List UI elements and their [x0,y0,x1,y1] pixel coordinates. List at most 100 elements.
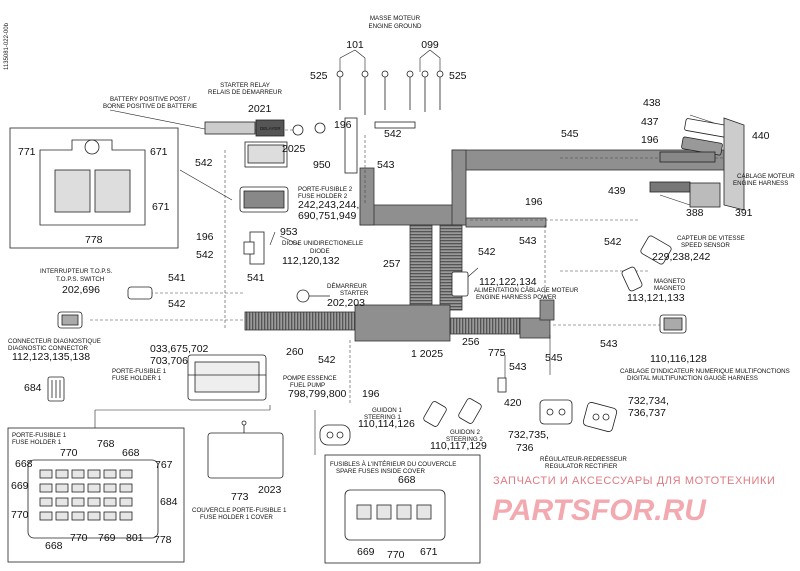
label-fuse1-1: PORTE-FUSIBLE 1 [112,368,167,375]
label-pump-2: FUEL PUMP [290,382,325,389]
part-202b: 202,203 [327,297,365,309]
part-033: 033,675,702 [150,343,209,355]
watermark-logo: PARTSFOR.RU [492,494,707,527]
part-113: 113,121,133 [627,292,685,304]
label-guidon2-1: GUIDON 2 [450,429,480,436]
part-196a: 196 [334,119,352,131]
part-669a: 669 [11,480,29,492]
label-inset-fuse1-2: FUSE HOLDER 1 [12,439,62,446]
part-437: 437 [641,116,659,128]
part-770b: 770 [11,509,29,521]
part-690: 690,751,949 [298,210,357,222]
part-542-top: 542 [384,128,402,140]
part-196d: 196 [525,196,543,208]
label-cover-1: COUVERCLE PORTE-FUSIBLE 1 [192,507,287,514]
gauge-connector [659,314,687,334]
watermark: ЗАПЧАСТИ И АКСЕССУАРЫ ДЛЯ МОТОТЕХНИКИ PA… [492,475,775,527]
part-541b: 541 [247,272,265,284]
label-diag-2: DIAGNOSTIC CONNECTOR [8,345,89,352]
starter-relay [204,119,326,168]
label-starter-2: STARTER [340,290,369,297]
label-starter-1: DÉMARREUR [327,283,367,290]
part-112: 112,120,132 [282,255,340,267]
label-ground-2: ENGINE GROUND [369,23,422,30]
label-fuse2-1: PORTE-FUSIBLE 2 [298,186,353,193]
part-668d: 668 [398,474,416,486]
part-202: 202,696 [62,284,100,296]
part-953: 953 [280,226,298,238]
part-260: 260 [286,346,304,358]
steering-connectors [423,377,507,427]
label-cover-2: FUSE HOLDER 1 COVER [200,514,273,521]
part-732b: 732,735, [508,429,549,441]
part-440: 440 [752,130,770,142]
part-257: 257 [383,258,401,270]
engine-harness [649,117,745,211]
ground-terminals [336,70,444,174]
part-775: 775 [488,347,506,359]
part-668a: 668 [15,458,33,470]
part-256: 256 [462,336,480,348]
part-545b: 545 [545,352,563,364]
fuel-pump [319,424,351,446]
part-196e: 196 [362,388,380,400]
part-778b: 778 [154,534,172,546]
part-950: 950 [313,159,331,171]
part-778a: 778 [85,234,103,246]
speed-sensor [640,235,672,265]
label-regulator-2: REGULATOR RECTIFIER [545,463,618,470]
label-magneto-2: MAGNETO [654,285,685,292]
part-798: 798,799,800 [288,388,347,400]
label-diode-2: DIODE [310,248,330,255]
part-671b: 671 [152,201,170,213]
side-id: 1135081-022-00b [4,22,10,70]
part-684b: 684 [160,496,178,508]
part-671c: 671 [420,546,438,558]
fuse-holder-2 [239,186,289,213]
label-guidon2-2: STEERING 2 [446,436,483,443]
part-388: 388 [686,207,704,219]
part-525a: 525 [310,70,328,82]
part-542b: 542 [195,157,213,169]
part-541a: 541 [168,272,186,284]
label-spare-2: SPARE FUSES INSIDE COVER [336,468,425,475]
part-196c: 196 [196,231,214,243]
connector-inset-left [9,127,179,249]
label-delayer: DELAYER [260,126,281,131]
part-770a: 770 [60,447,78,459]
label-relay-2: RELAIS DE DEMARREUR [208,89,282,96]
part-2021: 2021 [248,103,272,115]
diode [243,231,265,265]
label-speed-1: CAPTEUR DE VITESSE [677,235,745,242]
magneto-connector [621,266,643,292]
label-harness-1: CABLAGE MOTEUR [737,173,795,180]
fuse-holder-1-inset [7,427,185,563]
label-tops-2: T.O.P.S. SWITCH [56,276,104,283]
part-110b: 110,114,126 [358,418,415,430]
label-harness-2: ENGINE HARNESS [733,180,788,187]
tops-switch [127,286,330,303]
part-545a: 545 [561,128,579,140]
label-regulator-1: RÉGULATEUR-REDRESSEUR [540,456,627,463]
part-420: 420 [504,397,522,409]
spare-fuses-inset [324,454,481,564]
part-732a: 732,734, [628,395,669,407]
part-543c: 543 [600,338,618,350]
part-736a: 736,737 [628,407,666,419]
part-736b: 736 [516,442,534,454]
engine-harness-power [451,271,469,297]
label-power-2: ENGINE HARNESS POWER [476,294,557,301]
part-668c: 668 [45,540,63,552]
label-battery-2: BORNE POSITIVE DE BATTERIE [103,103,197,110]
part-112c: 112,123,135,138 [12,351,90,363]
watermark-line1: ЗАПЧАСТИ И АКСЕССУАРЫ ДЛЯ МОТОТЕХНИКИ [493,475,775,487]
label-inset-fuse1-1: PORTE-FUSIBLE 1 [12,432,67,439]
label-magneto-1: MAGNETO [654,278,685,285]
part-525b: 525 [449,70,467,82]
label-guidon1-1: GUIDON 1 [372,407,402,414]
part-801: 801 [126,532,144,544]
part-543d: 543 [509,361,527,373]
part-2025a: 2025 [282,143,306,155]
